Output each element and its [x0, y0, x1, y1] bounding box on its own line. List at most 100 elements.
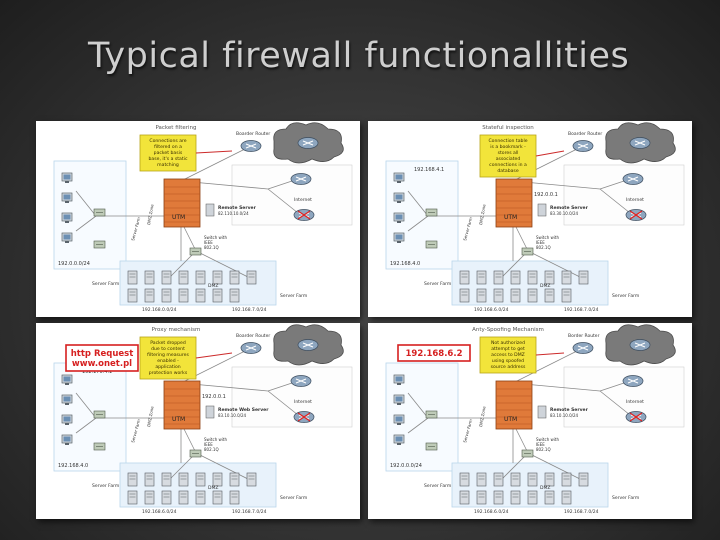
workstation-icon [61, 394, 73, 405]
callout-text: connections in a [489, 162, 527, 168]
internet-label: Internet [294, 399, 312, 405]
server-farm-label: Server Farm [92, 483, 119, 489]
utm-label: UTM [172, 214, 185, 221]
remote-ip-label: 83.30.10.0/24 [550, 211, 579, 216]
network-link [512, 347, 584, 384]
switch-icon [425, 442, 438, 451]
server-icon [161, 288, 172, 303]
workstation-icon [61, 172, 73, 183]
workstation-icon [393, 374, 405, 385]
callout-arrow [535, 150, 565, 157]
callout-text: attempt to get [491, 346, 525, 352]
network-label: 192.168.7.0/24 [232, 509, 267, 515]
workstation-icon [61, 192, 73, 203]
workstation-icon [61, 232, 73, 243]
utm-label: UTM [172, 416, 185, 423]
network-link [599, 188, 631, 214]
server-icon [493, 472, 504, 487]
remote-server-icon [205, 405, 215, 419]
slide-title: Typical firewall functionallities [88, 36, 630, 76]
server-icon [459, 472, 470, 487]
server-icon [246, 270, 257, 285]
server-icon [161, 270, 172, 285]
callout-arrow [195, 150, 233, 154]
lan-network-label: 192.168.4.0 [58, 463, 88, 469]
blocked-icon [297, 412, 311, 422]
internet-label: Internet [294, 197, 312, 203]
red-highlight-text: www.onet.pl [72, 359, 132, 369]
server-icon [561, 288, 572, 303]
switch-label: 802.1Q [204, 447, 219, 452]
server-farm-label: Server Farm [612, 495, 639, 501]
server-icon [578, 270, 589, 285]
server-farm-label: Server Farm [424, 483, 451, 489]
callout-text: enabled - [157, 358, 179, 364]
server-icon [493, 288, 504, 303]
server-icon [212, 270, 223, 285]
switch-label: Switch with [536, 235, 559, 240]
server-icon [127, 472, 138, 487]
workstation-icon [61, 212, 73, 223]
server-icon [161, 490, 172, 505]
remote-server-label: Remote Server [550, 407, 589, 413]
border-router-label: Boarder Router [236, 131, 270, 137]
workstation-icon [393, 394, 405, 405]
server-icon [510, 472, 521, 487]
red-highlight-box [65, 344, 139, 372]
network-link [75, 190, 97, 217]
server-icon [178, 270, 189, 285]
network-label: 192.168.7.0/24 [232, 307, 267, 313]
network-label: 192.168.7.0/24 [564, 307, 599, 313]
server-farm-vertical-label: Server Farm [462, 418, 473, 443]
server-icon [561, 490, 572, 505]
server-icon [127, 270, 138, 285]
core-switch-icon [189, 449, 202, 458]
callout-text: protection works [149, 370, 188, 376]
callout-text: associated [496, 156, 521, 162]
callout-box [479, 134, 537, 178]
core-switch-icon [189, 247, 202, 256]
server-icon [544, 288, 555, 303]
panel-heading: Anty-Spoofing Mechanism [472, 327, 544, 333]
dmz-label: DMZ [540, 283, 550, 289]
workstation-icon [393, 172, 405, 183]
switch-label: 802.1Q [204, 245, 219, 250]
network-link [527, 452, 589, 484]
utm-label: UTM [504, 416, 517, 423]
workstation-icon [61, 434, 73, 445]
remote-ip-label: 83.10.10.0/24 [218, 413, 247, 418]
core-switch-icon [521, 247, 534, 256]
network-link [407, 392, 429, 419]
server-icon [544, 270, 555, 285]
red-highlight-box [397, 344, 471, 362]
border-router-label: Boarder Router [568, 131, 602, 137]
switch-icon [425, 240, 438, 249]
border-router-icon [572, 140, 594, 152]
server-icon [229, 490, 240, 505]
remote-server-icon [205, 203, 215, 217]
network-label: 192.168.6.0/24 [142, 509, 177, 515]
server-icon [195, 490, 206, 505]
switch-label: IEEE [536, 240, 545, 245]
router-icon [290, 173, 312, 185]
workstation-icon [393, 414, 405, 425]
border-router-icon [572, 342, 594, 354]
switch-label: 802.1Q [536, 245, 551, 250]
server-icon [476, 490, 487, 505]
remote-server-label: Remote Server [550, 205, 589, 211]
border-router-icon [240, 342, 262, 354]
callout-text: database [497, 168, 518, 174]
server-icon [561, 270, 572, 285]
network-link [180, 145, 252, 182]
network-link [407, 190, 429, 217]
border-router-icon [240, 140, 262, 152]
workstation-icon [393, 232, 405, 243]
panel-heading: Stateful inspection [482, 125, 534, 131]
remote-server-icon [537, 203, 547, 217]
server-icon [476, 288, 487, 303]
router-icon [622, 173, 644, 185]
border-router-label: Border Router [568, 333, 600, 339]
